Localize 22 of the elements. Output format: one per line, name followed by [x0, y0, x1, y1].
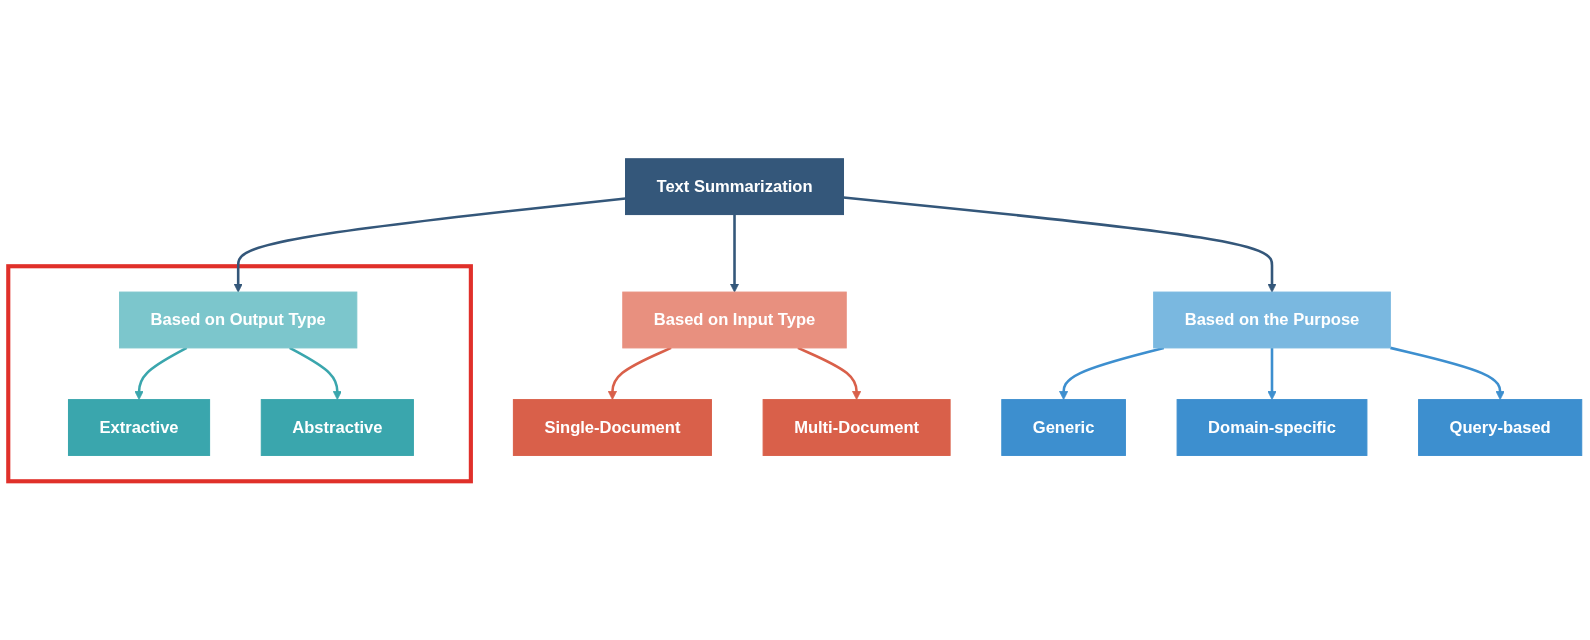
node-box: Based on Output Type — [119, 291, 358, 349]
arrow — [289, 346, 342, 400]
node-box: Extractive — [67, 399, 211, 456]
arrow — [797, 346, 862, 400]
cluster — [6, 264, 473, 484]
node-box: Query-based — [1418, 399, 1583, 456]
node-box: Domain-specific — [1176, 399, 1368, 456]
arrow — [1267, 347, 1277, 400]
node-box: Text Summarization — [625, 158, 844, 216]
node-box: Multi-Document — [762, 399, 951, 456]
arrow — [134, 346, 188, 400]
node-box: Single-Document — [512, 399, 712, 456]
arrow — [729, 214, 740, 293]
arrow — [607, 346, 672, 400]
node-box: Based on the Purpose — [1153, 291, 1391, 349]
arrow — [843, 196, 1277, 293]
arrow — [1390, 346, 1505, 400]
arrow — [1059, 346, 1165, 400]
node-box: Based on Input Type — [622, 291, 847, 349]
arrow — [233, 197, 626, 293]
node-box: Generic — [1001, 399, 1126, 456]
node-box: Abstractive — [260, 399, 414, 456]
